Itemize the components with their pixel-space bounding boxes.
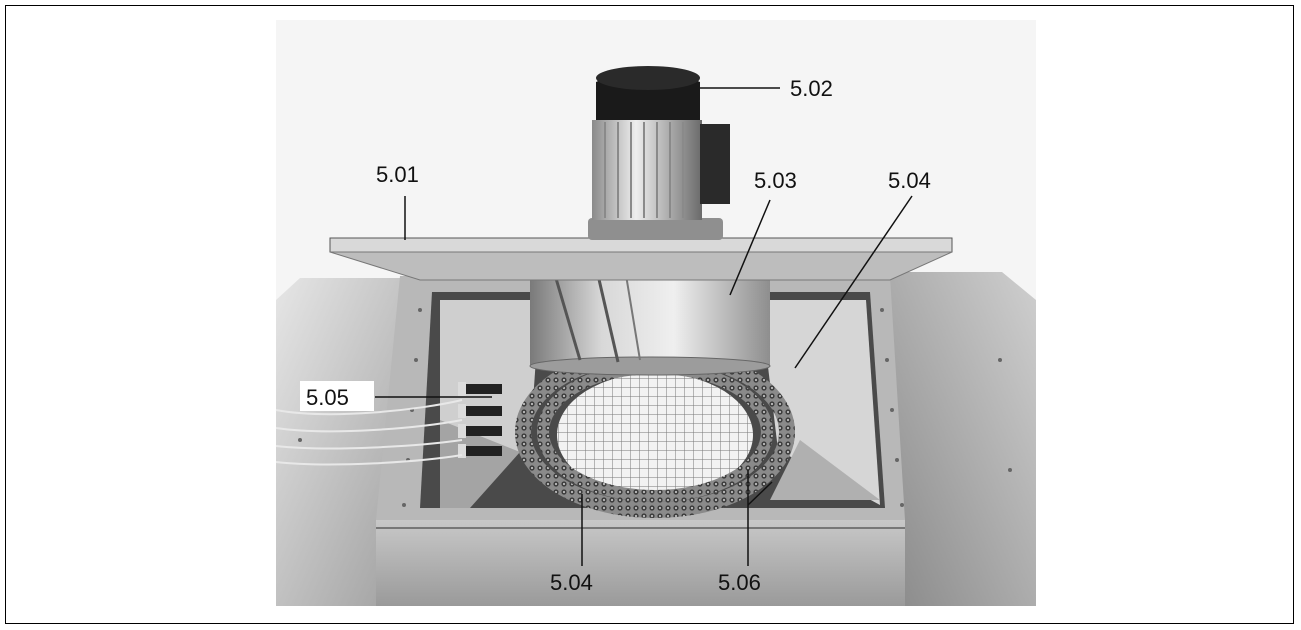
heater-terminals <box>458 382 502 458</box>
fan-wheel <box>529 263 771 376</box>
motor-plate <box>329 237 953 281</box>
callout-5-03: 5.03 <box>754 168 797 193</box>
motor <box>588 66 730 240</box>
frame-rivets <box>298 308 1012 507</box>
callout-5-01: 5.01 <box>376 162 419 187</box>
callout-5-05: 5.05 <box>306 385 349 410</box>
motor-terminal-box <box>700 124 730 204</box>
figure-frame <box>5 5 1294 624</box>
housing-front-panel <box>376 520 905 606</box>
unit-photo <box>275 20 1036 606</box>
callout-5-05-bg <box>300 381 374 411</box>
supply-wires <box>275 399 463 466</box>
callout-5-04-bottom: 5.04 <box>550 570 593 595</box>
housing-right-side <box>890 272 1036 606</box>
callout-5-04-top: 5.04 <box>888 168 931 193</box>
callout-5-06: 5.06 <box>718 570 761 595</box>
intake-grille <box>557 373 753 497</box>
leader-lines <box>375 87 913 566</box>
callout-5-02: 5.02 <box>790 76 833 101</box>
